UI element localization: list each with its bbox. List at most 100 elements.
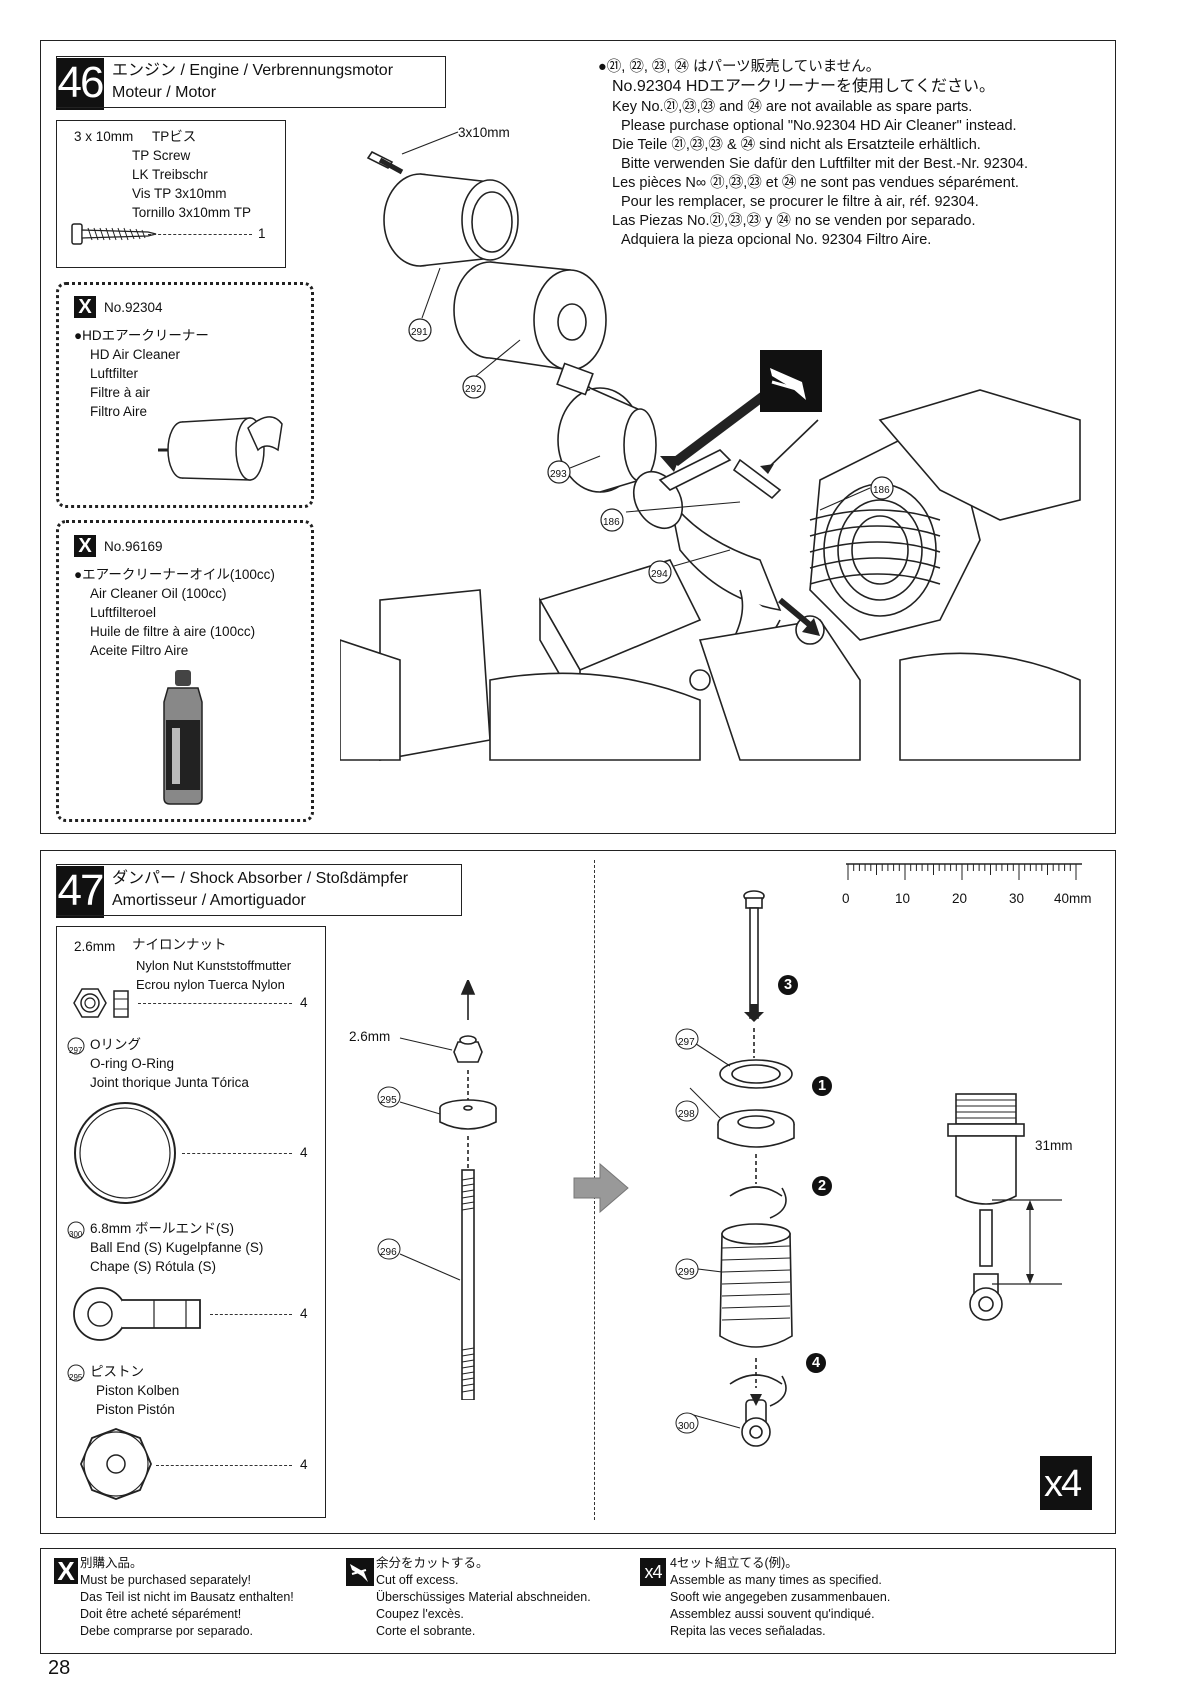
option2-name-en: Air Cleaner Oil (100cc)	[90, 586, 227, 601]
part-293-label: 293	[550, 469, 567, 480]
tp-screw-icon	[71, 223, 157, 245]
step-badge-3-label: 3	[784, 977, 793, 993]
piston-icon	[80, 1428, 152, 1500]
oring-jp: Oリング	[90, 1037, 142, 1052]
ballend-line2: Ball End (S) Kugelpfanne (S)	[90, 1240, 264, 1255]
shock-p298-label: 298	[678, 1109, 695, 1120]
note-line-7: Les pièces N∞ ㉑,㉓,㉓ et ㉔ ne sont pas ven…	[612, 175, 1019, 191]
screw-callout: 3x10mm	[458, 125, 510, 140]
step-47-title-box	[56, 864, 462, 916]
nut-qty: 4	[300, 995, 308, 1010]
legend-cut-line4: Coupez l'excès.	[376, 1607, 464, 1621]
legend-x4-line3: Sooft wie angegeben zusammenbauen.	[670, 1590, 891, 1604]
page-number: 28	[48, 1657, 71, 1679]
ballend-leader	[210, 1314, 292, 1315]
separate-purchase-icon: X	[74, 535, 96, 557]
note-line-8: Pour les remplacer, se procurer le filtr…	[621, 194, 979, 210]
option2-name-fr: Huile de filtre à aire (100cc)	[90, 624, 256, 639]
note-line-2: No.92304 HDエアークリーナーを使用してください。	[612, 78, 996, 95]
option2-code: No.96169	[104, 539, 163, 554]
option-cleaner-oil-box	[56, 520, 314, 822]
step-46-leader-lines	[421, 267, 871, 567]
option1-name-es: Filtro Aire	[90, 404, 148, 419]
screw-name-en: TP Screw	[132, 148, 191, 163]
part-295-badge	[67, 1364, 85, 1382]
multiplier-x4-label: x4	[1044, 1463, 1082, 1505]
nippers-icon	[346, 1558, 374, 1586]
legend-cut-line1: 余分をカットする。	[376, 1556, 489, 1570]
legend-x4-line5: Repita las veces señaladas.	[670, 1624, 826, 1638]
part-300-callout	[675, 1412, 699, 1434]
part-297-callout	[675, 1028, 699, 1050]
step-badge-4-label: 4	[812, 1355, 821, 1371]
screw-name-de: LK Treibschr	[132, 167, 208, 182]
nut-jp: ナイロンナット	[132, 937, 227, 952]
part-292-label: 292	[465, 384, 482, 395]
option1-name-de: Luftfilter	[90, 366, 139, 381]
step-46-number: 46	[56, 58, 104, 110]
step-47-title-line1: ダンパー / Shock Absorber / Stoßdämpfer	[112, 870, 409, 887]
part-291-callout	[408, 318, 432, 342]
ballend-qty: 4	[300, 1306, 308, 1321]
ball-end-icon	[73, 1287, 201, 1341]
nut-line3: Ecrou nylon Tuerca Nylon	[136, 977, 285, 992]
legend-panel	[40, 1548, 1116, 1654]
screw-name-es: Tornillo 3x10mm TP	[132, 205, 252, 220]
note-line-3: Key No.㉑,㉓,㉓ and ㉔ are not available as …	[612, 99, 973, 115]
legend-x4-line2: Assemble as many times as specified.	[670, 1573, 882, 1587]
part-297-badge	[67, 1037, 85, 1055]
option1-name-fr: Filtre à air	[90, 385, 151, 400]
shock-p300-label: 300	[678, 1421, 695, 1432]
nylon-nut-icon	[73, 988, 129, 1018]
piston-leader	[156, 1465, 292, 1466]
multiplier-x4-badge	[1040, 1456, 1092, 1510]
note-line-5: Die Teile ㉑,㉓,㉓ & ㉔ sind nicht als Ersat…	[612, 137, 981, 153]
nut-size: 2.6mm	[74, 939, 116, 954]
shaft-p296-label: 296	[380, 1247, 397, 1258]
next-arrow-icon	[573, 1162, 629, 1214]
legend-x4-line4: Assemblez aussi souvent qu'indiqué.	[670, 1607, 875, 1621]
step-46-title-line2: Moteur / Motor	[112, 84, 217, 101]
ruler-tick-20: 20	[952, 891, 968, 906]
oil-bottle-icon	[163, 670, 203, 805]
legend-x-icon: X	[54, 1558, 78, 1584]
legend-x-line3: Das Teil ist nicht im Bausatz enthalten!	[80, 1590, 294, 1604]
note-line-9: Las Piezas No.㉑,㉓,㉓ y ㉔ no se venden por…	[612, 213, 976, 229]
legend-x-line4: Doit être acheté séparément!	[80, 1607, 242, 1621]
screw-callout-line	[401, 131, 459, 155]
step-47-number: 47	[56, 866, 104, 918]
step-47-panel	[40, 850, 1116, 1534]
length-dimension: 31mm	[1035, 1138, 1073, 1153]
step-badge-2-label: 2	[818, 1178, 827, 1194]
separate-purchase-icon: X	[74, 296, 96, 318]
option1-jp: ●HDエアークリーナー	[74, 328, 209, 343]
legend-x-line2: Must be purchased separately!	[80, 1573, 251, 1587]
oring-qty: 4	[300, 1145, 308, 1160]
oring-num: 297	[69, 1046, 83, 1055]
part-294-label: 294	[651, 569, 668, 580]
note-line-4: Please purchase optional "No.92304 HD Ai…	[621, 118, 1017, 134]
option-air-cleaner-box	[56, 282, 314, 508]
shock-p297-label: 297	[678, 1037, 695, 1048]
shock-assembly-diagram	[689, 890, 795, 1447]
step-badge-3	[778, 975, 798, 995]
part-294-callout	[648, 560, 672, 584]
nut-line2: Nylon Nut Kunststoffmutter	[136, 958, 292, 973]
piston-qty: 4	[300, 1457, 308, 1472]
ballend-num: 300	[69, 1230, 83, 1239]
option1-code: No.92304	[104, 300, 163, 315]
note-line-10: Adquiera la pieza opcional No. 92304 Fil…	[621, 232, 932, 248]
part-295-callout	[377, 1086, 401, 1108]
step-46-panel	[40, 40, 1116, 834]
ruler-tick-40: 40mm	[1054, 891, 1092, 906]
step-46-title-box	[56, 56, 446, 108]
legend-cut-line2: Cut off excess.	[376, 1573, 459, 1587]
piston-num: 295	[69, 1373, 83, 1382]
part-296-callout	[377, 1238, 401, 1260]
legend-x-line5: Debe comprarse por separado.	[80, 1624, 254, 1638]
part-299-callout	[675, 1258, 699, 1280]
note-line-1: ●㉑, ㉒, ㉓, ㉔ はパーツ販売していません。	[598, 59, 881, 75]
step-badge-2	[812, 1176, 832, 1196]
ruler-tick-0: 0	[842, 891, 850, 906]
legend-cut-line3: Überschüssiges Material abschneiden.	[376, 1590, 591, 1604]
